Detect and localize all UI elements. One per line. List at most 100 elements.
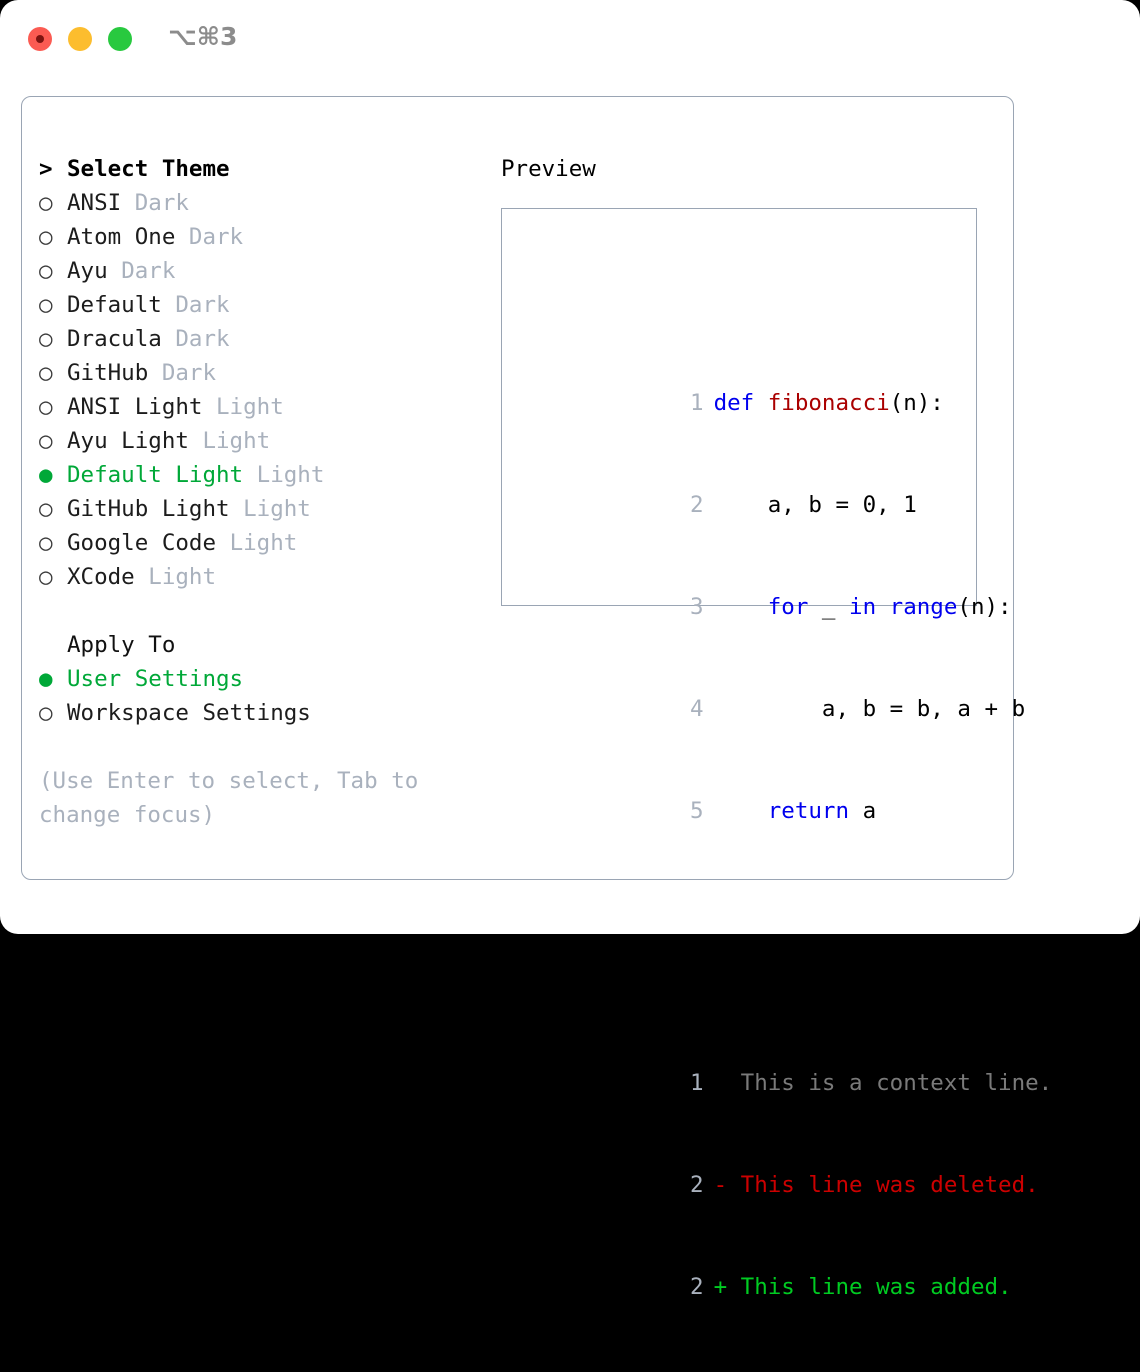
list-section-spacer bbox=[39, 594, 489, 628]
theme-category: Light bbox=[216, 394, 284, 420]
theme-category: Light bbox=[229, 530, 298, 556]
select-theme-header-label: Select Theme bbox=[67, 156, 230, 182]
keyboard-hint-line1: (Use Enter to select, Tab to bbox=[39, 768, 419, 794]
code-blank-line bbox=[513, 896, 1052, 930]
theme-category: Light bbox=[243, 496, 311, 522]
apply-to-option-label: Workspace Settings bbox=[67, 700, 311, 726]
minimize-button-icon[interactable] bbox=[68, 27, 92, 51]
theme-item-default-light[interactable]: ● Default Light Light bbox=[39, 458, 489, 492]
theme-item-ayu-light[interactable]: ○Ayu Light Light bbox=[39, 424, 489, 458]
code-token: (n): bbox=[889, 390, 944, 416]
keyboard-hint-line2: change focus) bbox=[39, 802, 216, 828]
apply-to-header: Apply To bbox=[39, 628, 489, 662]
code-token: _ bbox=[808, 594, 850, 620]
theme-category: Dark bbox=[134, 190, 189, 216]
theme-item-default-dark[interactable]: ○Default Dark bbox=[39, 288, 489, 322]
theme-name: Dracula bbox=[67, 326, 162, 352]
line-number: 2 bbox=[690, 1172, 704, 1198]
radio-icon[interactable]: ○ bbox=[39, 700, 53, 726]
code-token: a bbox=[849, 798, 877, 824]
radio-icon[interactable]: ○ bbox=[39, 496, 53, 522]
radio-icon[interactable]: ○ bbox=[39, 394, 53, 420]
radio-icon[interactable]: ○ bbox=[39, 428, 53, 454]
radio-icon[interactable]: ○ bbox=[39, 190, 53, 216]
diff-line-context: 1 This is a context line. bbox=[513, 1032, 1052, 1096]
theme-category: Light bbox=[256, 462, 325, 488]
diff-prefix bbox=[714, 1070, 728, 1096]
theme-name: GitHub bbox=[67, 360, 149, 386]
theme-item-dracula-dark[interactable]: ○ Dracula Dark bbox=[39, 322, 489, 356]
theme-name: Atom One bbox=[67, 224, 176, 250]
apply-to-option-label: User Settings bbox=[67, 666, 244, 692]
radio-icon-selected[interactable]: ● bbox=[39, 462, 53, 488]
code-token: return bbox=[767, 798, 850, 824]
diff-text: This line was added. bbox=[727, 1274, 1012, 1300]
code-line: 3 for _ in range(n): bbox=[513, 556, 1052, 620]
line-number: 2 bbox=[690, 1274, 704, 1300]
code-token: (n): bbox=[957, 594, 1012, 620]
diff-prefix: + bbox=[713, 1274, 728, 1300]
line-number: 2 bbox=[690, 492, 704, 518]
apply-to-option-user-settings[interactable]: ● User Settings bbox=[39, 662, 489, 696]
theme-item-ayu-dark[interactable]: ○ Ayu Dark bbox=[39, 254, 489, 288]
code-token: fibonacci bbox=[767, 390, 890, 416]
keyboard-hint: (Use Enter to select, Tab to change focu… bbox=[39, 764, 439, 832]
theme-category: Light bbox=[148, 564, 217, 590]
theme-item-github-light[interactable]: ○GitHub Light Light bbox=[39, 492, 489, 526]
maximize-button-icon[interactable] bbox=[108, 27, 132, 51]
code-token bbox=[714, 798, 768, 824]
theme-name: Default Light bbox=[67, 462, 244, 488]
code-token: def bbox=[713, 390, 768, 416]
theme-name: Ayu bbox=[67, 258, 108, 284]
theme-item-github-dark[interactable]: ○ GitHub Dark bbox=[39, 356, 489, 390]
keyboard-shortcut-label: ⌥⌘3 bbox=[168, 22, 238, 51]
line-number: 3 bbox=[690, 594, 704, 620]
header-marker: > bbox=[39, 156, 53, 182]
line-number: 5 bbox=[690, 798, 704, 824]
line-number: 1 bbox=[690, 390, 704, 416]
theme-selector-panel: >Select Theme ○ANSI Dark ○Atom One Dark … bbox=[21, 96, 1052, 1300]
radio-icon[interactable]: ○ bbox=[39, 292, 53, 318]
code-token: range bbox=[889, 594, 958, 620]
radio-icon[interactable]: ○ bbox=[39, 360, 53, 386]
theme-item-ansi-dark[interactable]: ○ ANSI Dark bbox=[39, 186, 489, 220]
code-line: 1 def fibonacci(n): bbox=[513, 352, 1052, 416]
diff-line-deleted: 2- This line was deleted. bbox=[513, 1134, 1052, 1198]
theme-category: Dark bbox=[188, 224, 244, 250]
radio-icon[interactable]: ○ bbox=[39, 326, 53, 352]
theme-category: Dark bbox=[161, 360, 217, 386]
theme-name: ANSI bbox=[67, 190, 122, 216]
code-token bbox=[876, 594, 890, 620]
code-token: for bbox=[767, 594, 809, 620]
diff-line-added: 2 + This line was added. bbox=[513, 1236, 1052, 1300]
terminal-window: ⌥⌘3 > Select Theme ○ ANSI Dark ○ Atom One D… bbox=[0, 0, 1140, 1300]
apply-to-option-workspace-settings[interactable]: ○ Workspace Settings bbox=[39, 696, 489, 730]
close-button-icon[interactable] bbox=[28, 27, 52, 51]
radio-icon[interactable]: ○ bbox=[39, 224, 53, 250]
code-line: 4 a, b = b, a + b bbox=[513, 658, 1052, 722]
theme-item-google-code[interactable]: ○Google Code Light bbox=[39, 526, 489, 560]
theme-name: ANSI Light bbox=[67, 394, 203, 420]
theme-category: Dark bbox=[175, 326, 230, 352]
theme-item-xcode[interactable]: ○XCode Light bbox=[39, 560, 489, 594]
line-number: 1 bbox=[690, 1070, 704, 1096]
diff-text: This line was deleted. bbox=[727, 1172, 1039, 1198]
radio-icon-selected[interactable]: ● bbox=[39, 666, 53, 692]
radio-icon[interactable]: ○ bbox=[39, 564, 53, 590]
radio-icon[interactable]: ○ bbox=[39, 530, 53, 556]
code-line: 2 a, b = 0, 1 bbox=[513, 454, 1052, 518]
diff-text: This is a context line. bbox=[727, 1070, 1053, 1096]
theme-item-atom-one-dark[interactable]: ○ Atom One Dark bbox=[39, 220, 489, 254]
theme-category: Dark bbox=[121, 258, 176, 284]
code-line: 5 return a bbox=[513, 760, 1052, 824]
theme-name: Default bbox=[67, 292, 162, 318]
select-theme-header: > Select Theme bbox=[39, 152, 489, 186]
code-token bbox=[714, 594, 768, 620]
theme-item-ansi-light[interactable]: ○ ANSI Light Light bbox=[39, 390, 489, 424]
code-token: a, b = 0, 1 bbox=[713, 492, 917, 518]
radio-icon[interactable]: ○ bbox=[39, 258, 53, 284]
apply-to-header-label: Apply To bbox=[67, 632, 176, 658]
